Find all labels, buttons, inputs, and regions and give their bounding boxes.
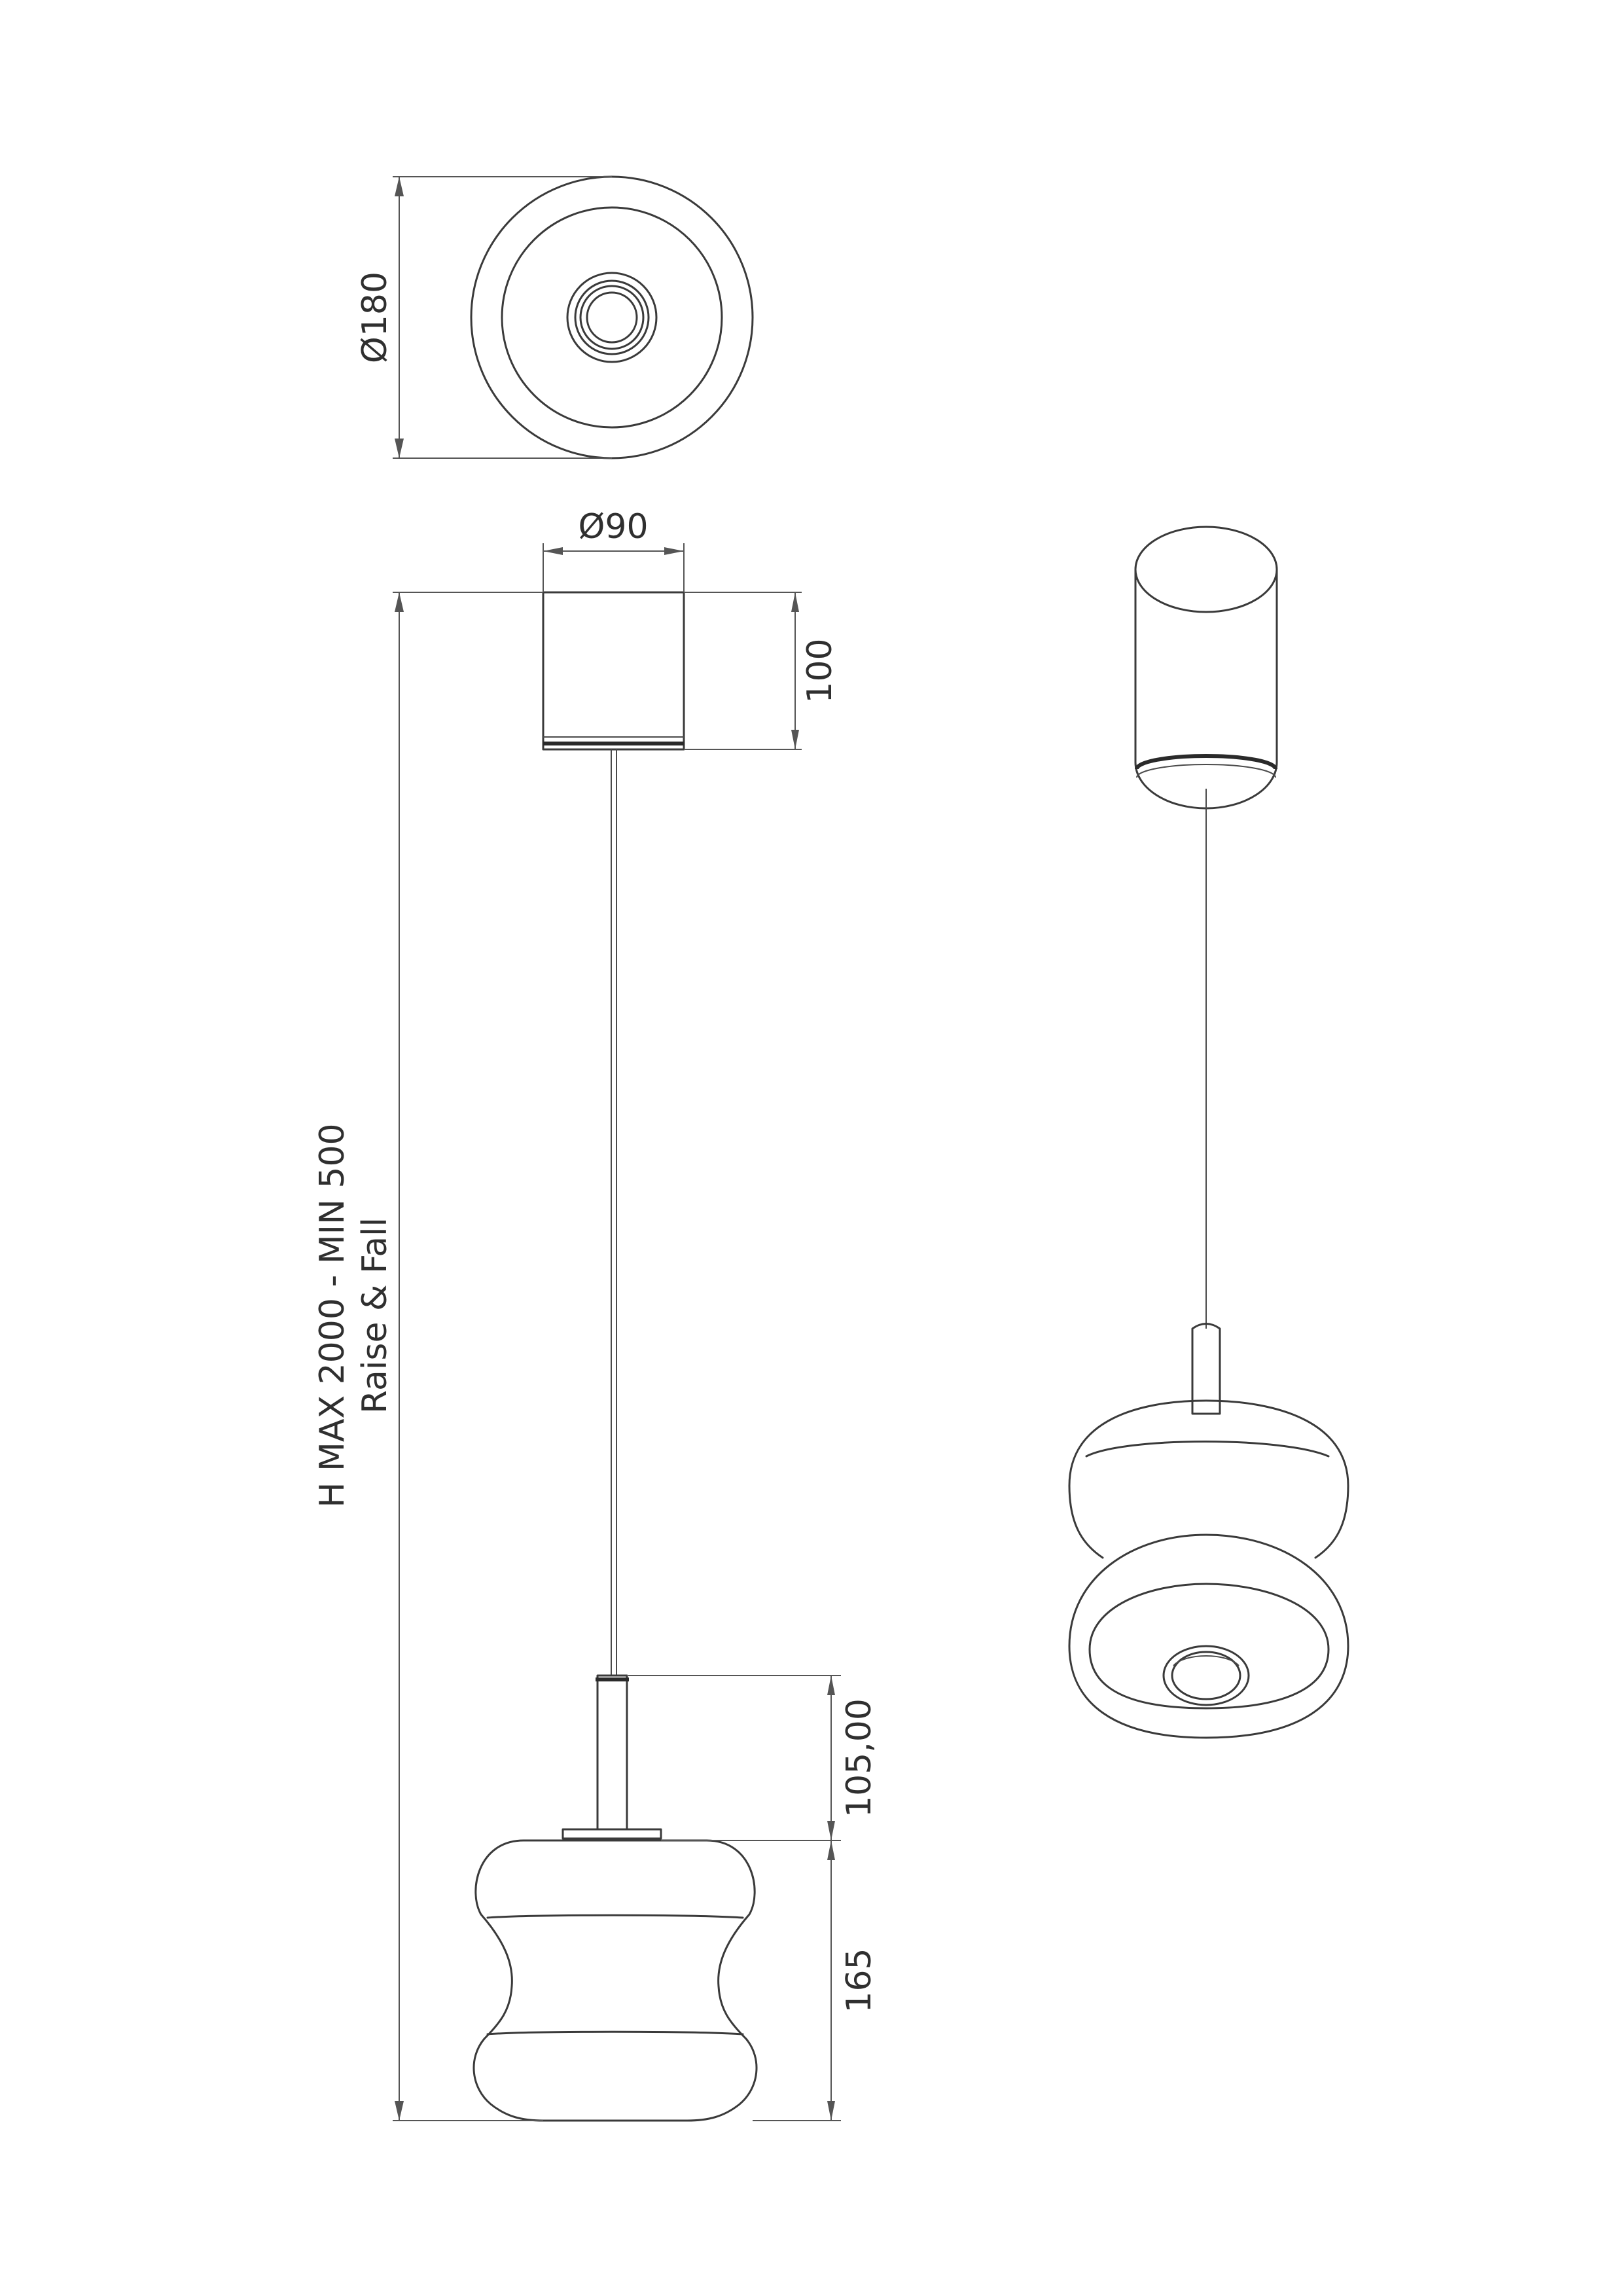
dim-label-canopy-height: 100 bbox=[800, 638, 840, 703]
suspension-cable bbox=[611, 749, 617, 1676]
dimension-diameter-top-view: Ø180 bbox=[355, 176, 612, 459]
dim-label-stem-length: 105,00 bbox=[840, 1698, 879, 1818]
dim-label-shade-height: 165 bbox=[840, 1948, 879, 2013]
perspective-upper-ring bbox=[1068, 1399, 1349, 1559]
dim-label-diameter-90: Ø90 bbox=[578, 507, 648, 547]
perspective-lower-ring bbox=[1068, 1534, 1349, 1739]
dimension-shade-height: 165 bbox=[753, 1840, 879, 2121]
dimension-stem-length: 105,00 bbox=[628, 1675, 879, 1841]
front-elevation bbox=[473, 591, 758, 2122]
dimension-canopy-height: 100 bbox=[684, 592, 840, 750]
dim-label-overall-height: H MAX 2000 - MIN 500 bbox=[313, 1123, 352, 1507]
dimension-overall-height: H MAX 2000 - MIN 500 Raise & Fall bbox=[313, 592, 543, 2121]
canopy bbox=[542, 591, 685, 751]
dimension-diameter-canopy: Ø90 bbox=[543, 507, 685, 592]
shade bbox=[473, 1839, 758, 2122]
perspective-stem bbox=[1191, 1323, 1221, 1415]
top-view bbox=[470, 175, 754, 459]
perspective-canopy bbox=[1134, 526, 1278, 810]
stem bbox=[562, 1674, 662, 1840]
dim-label-diameter-180: Ø180 bbox=[355, 272, 395, 363]
dim-label-raise-fall: Raise & Fall bbox=[355, 1217, 395, 1414]
perspective-view bbox=[1068, 526, 1349, 1739]
